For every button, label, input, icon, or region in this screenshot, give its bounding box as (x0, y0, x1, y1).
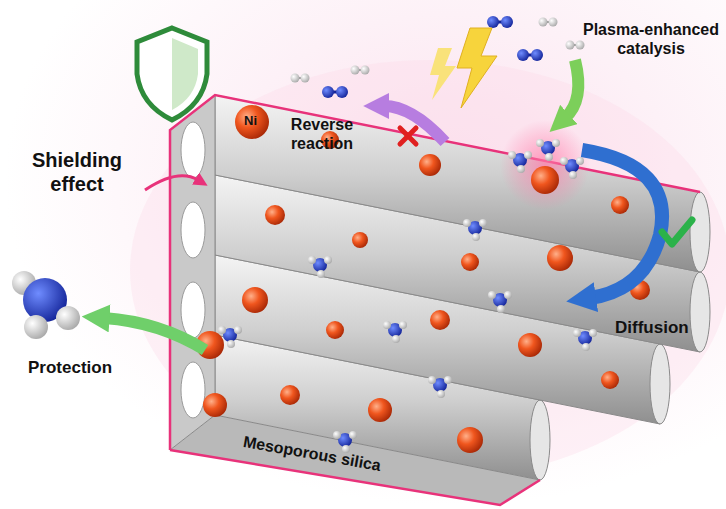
illustration-part (351, 66, 370, 75)
illustration-part (573, 329, 597, 351)
arrows (104, 60, 662, 350)
element-label: Ni (244, 113, 257, 129)
cross-mark (400, 128, 416, 144)
silica-channels (215, 95, 710, 480)
illustration-part (566, 41, 585, 50)
illustration-part (500, 120, 590, 210)
illustration-part (430, 310, 450, 330)
illustration-part (611, 196, 629, 214)
illustration-part (531, 166, 559, 194)
illustration-part (203, 393, 227, 417)
check-mark (662, 220, 692, 244)
illustration-part (662, 220, 692, 244)
illustration-part (368, 398, 392, 422)
illustration-part (690, 272, 710, 352)
illustration-part (419, 154, 441, 176)
illustration-part (430, 48, 456, 100)
illustration-part (265, 205, 285, 225)
illustration-part (690, 192, 710, 272)
illustration-part (517, 49, 543, 61)
illustration-part (582, 150, 662, 298)
illustration-part (539, 18, 558, 27)
illustration-part (218, 326, 242, 348)
illustration-part (400, 128, 416, 144)
process-label: Plasma-enhanced catalysis (580, 20, 722, 58)
illustration-part (488, 291, 512, 313)
illustration-part (384, 106, 445, 142)
material-label: Mesoporous silica (242, 432, 383, 475)
illustration-part (280, 385, 300, 405)
illustration-part (235, 105, 269, 139)
illustration-part (181, 282, 205, 338)
illustration-part (487, 16, 513, 28)
illustration-part (518, 333, 542, 357)
process-label: Diffusion (615, 318, 689, 338)
illustration-part (215, 95, 700, 272)
slab-outline (170, 95, 700, 505)
illustration-part (400, 128, 416, 144)
illustration-part (428, 376, 452, 398)
illustration-part (565, 60, 578, 118)
illustration-part (352, 232, 368, 248)
ammonia-molecules (218, 139, 597, 453)
illustration-part (242, 287, 268, 313)
illustration-part (463, 219, 487, 241)
illustration-part (461, 253, 479, 271)
illustration-part (457, 28, 497, 108)
illustration-part (170, 95, 700, 450)
illustration-part (536, 139, 560, 161)
illustration-part (383, 321, 407, 343)
ni-particles (196, 105, 650, 453)
shield-icon (137, 28, 207, 120)
illustration-part (457, 427, 483, 453)
ammonia-large (12, 271, 80, 339)
process-label: Protection (28, 358, 112, 378)
illustration-part (322, 86, 348, 98)
illustration-part (172, 38, 198, 110)
illustration-part (508, 151, 532, 173)
illustration-part (601, 371, 619, 389)
illustration-part (181, 122, 205, 178)
illustration-part (24, 315, 48, 339)
illustration-part (104, 318, 205, 350)
illustration-part (308, 256, 332, 278)
illustration-part (650, 344, 670, 424)
illustration-part (530, 400, 550, 480)
illustration-part (181, 202, 205, 258)
illustration-part (547, 245, 573, 271)
illustration-part (181, 362, 205, 418)
plasma-glow (500, 120, 590, 210)
illustration-part (137, 28, 207, 120)
effect-label: Shielding effect (12, 148, 142, 196)
illustration-part (560, 157, 584, 179)
process-label: Reverse reaction (272, 115, 372, 153)
illustration-part (145, 176, 198, 190)
illustration-part (326, 321, 344, 339)
illustration-part (291, 74, 310, 83)
illustration-part (56, 306, 80, 330)
lightning-bolts (430, 28, 497, 108)
